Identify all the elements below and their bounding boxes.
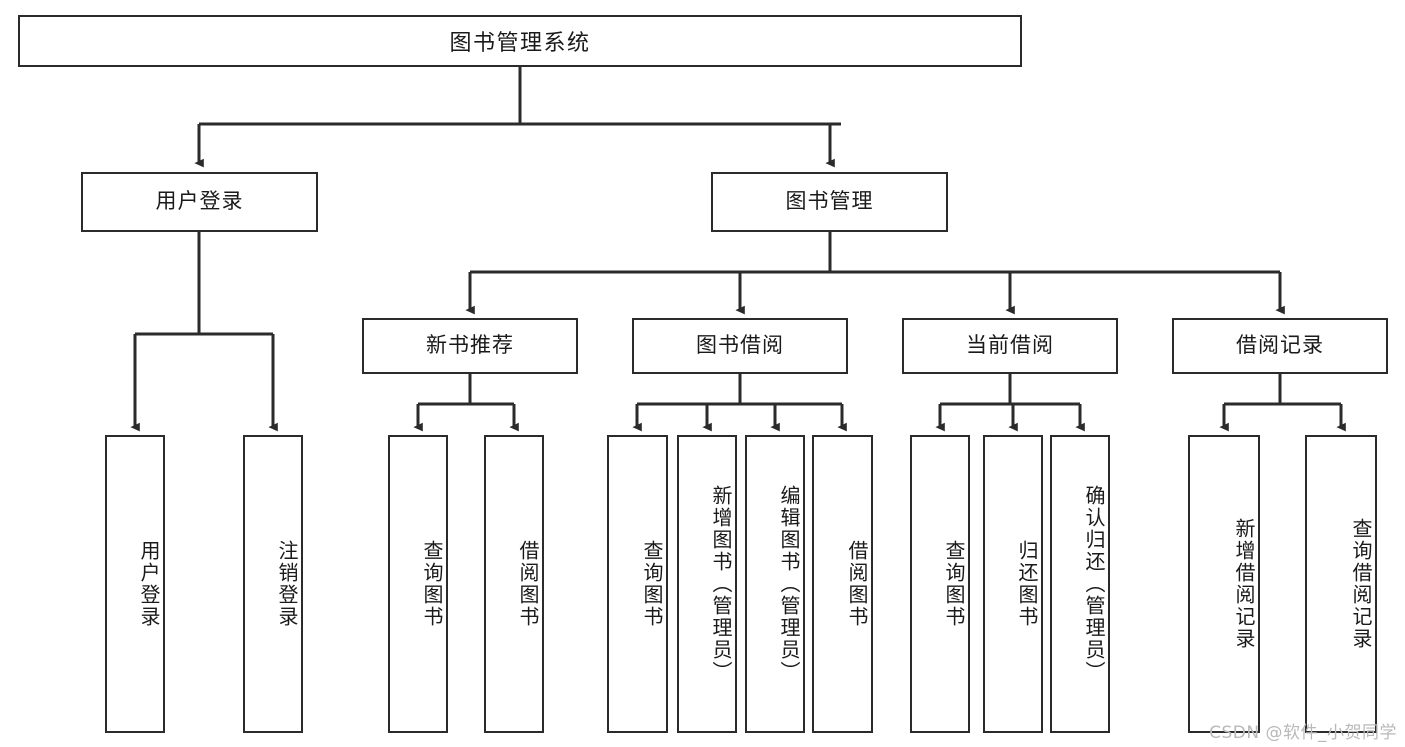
node-level3-label: 图书借阅 xyxy=(696,333,784,358)
node-leaf[interactable]: 新增图书（管理员） xyxy=(677,435,737,733)
node-leaf-label: 编辑图书（管理员） xyxy=(777,485,801,683)
node-leaf-label: 查询图书 xyxy=(420,540,444,628)
node-leaf-label: 确认归还（管理员） xyxy=(1082,485,1106,683)
node-leaf[interactable]: 查询图书 xyxy=(910,435,970,733)
node-leaf[interactable]: 借阅图书 xyxy=(484,435,544,733)
node-leaf[interactable]: 用户登录 xyxy=(105,435,165,733)
watermark-text: CSDN @软件_小贺同学 xyxy=(1209,723,1397,743)
node-root-label: 图书管理系统 xyxy=(449,31,591,56)
node-level2-label: 图书管理 xyxy=(785,189,874,214)
node-level3-label: 新书推荐 xyxy=(426,333,514,358)
node-level3[interactable]: 新书推荐 xyxy=(362,318,578,374)
node-leaf-label: 新增图书（管理员） xyxy=(709,485,733,683)
node-leaf-label: 借阅图书 xyxy=(516,540,540,628)
node-leaf[interactable]: 确认归还（管理员） xyxy=(1050,435,1110,733)
node-root-system[interactable]: 图书管理系统 xyxy=(18,15,1022,67)
node-level2-label: 用户登录 xyxy=(155,189,244,214)
node-leaf-label: 用户登录 xyxy=(137,540,161,628)
node-leaf[interactable]: 归还图书 xyxy=(983,435,1043,733)
node-leaf[interactable]: 注销登录 xyxy=(243,435,303,733)
node-leaf-label: 查询借阅记录 xyxy=(1349,518,1373,650)
node-leaf[interactable]: 借阅图书 xyxy=(812,435,873,733)
node-level2[interactable]: 用户登录 xyxy=(81,172,318,232)
node-leaf-label: 查询图书 xyxy=(942,540,966,628)
node-level3[interactable]: 当前借阅 xyxy=(902,318,1118,374)
node-level3[interactable]: 借阅记录 xyxy=(1172,318,1388,374)
node-level2[interactable]: 图书管理 xyxy=(711,172,948,232)
node-leaf[interactable]: 查询借阅记录 xyxy=(1305,435,1377,733)
node-leaf[interactable]: 查询图书 xyxy=(607,435,668,733)
node-leaf-label: 归还图书 xyxy=(1015,540,1039,628)
node-leaf[interactable]: 新增借阅记录 xyxy=(1188,435,1260,733)
node-leaf-label: 注销登录 xyxy=(275,540,299,628)
node-leaf-label: 查询图书 xyxy=(640,540,664,628)
node-level3-label: 借阅记录 xyxy=(1236,333,1324,358)
node-leaf[interactable]: 编辑图书（管理员） xyxy=(745,435,805,733)
node-leaf-label: 新增借阅记录 xyxy=(1232,518,1256,650)
node-level3[interactable]: 图书借阅 xyxy=(632,318,848,374)
node-leaf[interactable]: 查询图书 xyxy=(388,435,448,733)
node-leaf-label: 借阅图书 xyxy=(845,540,869,628)
node-level3-label: 当前借阅 xyxy=(966,333,1054,358)
